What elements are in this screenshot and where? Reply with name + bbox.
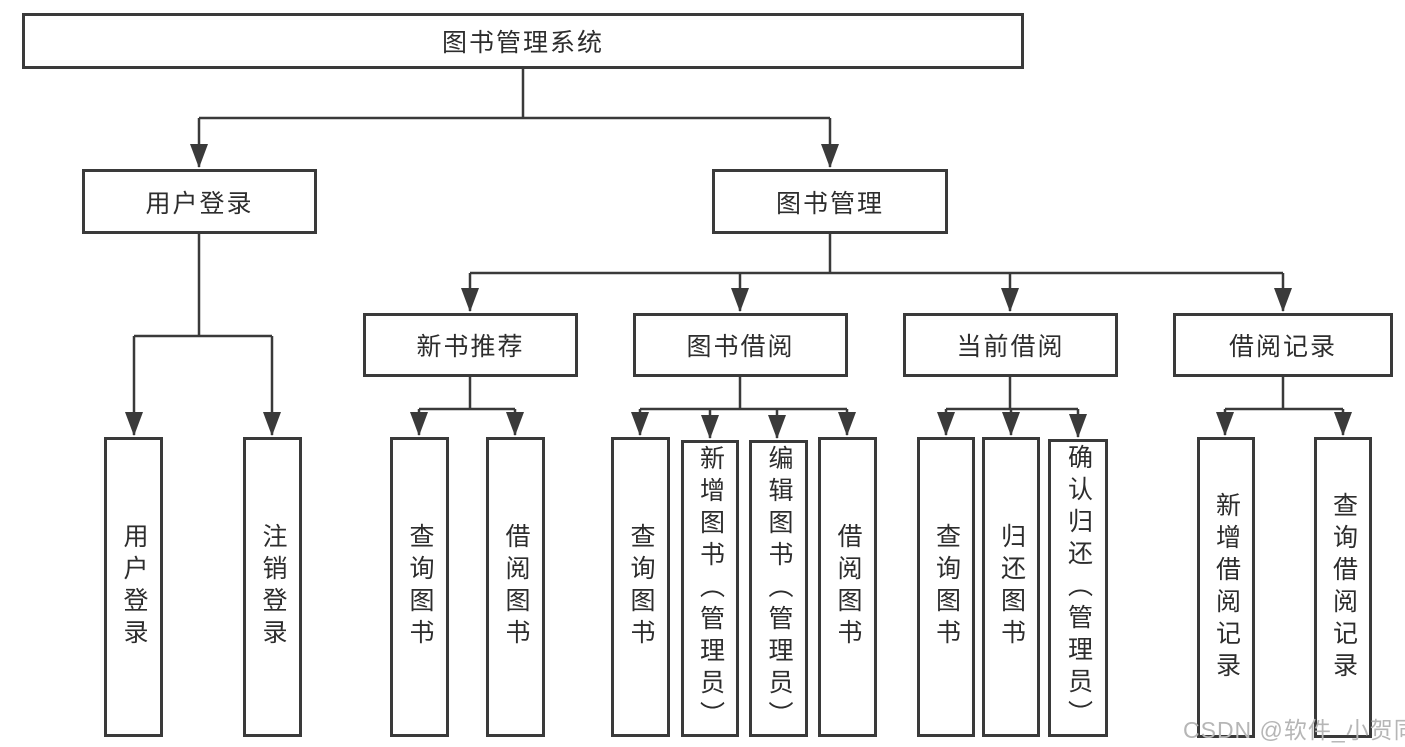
node-label: 编辑图书（管理员） <box>765 444 793 733</box>
leaf-query-books-borrow: 查询图书 <box>611 437 670 737</box>
node-label: 用户登录 <box>145 189 254 218</box>
node-label: 查询图书 <box>932 523 961 651</box>
node-label: 查询借阅记录 <box>1329 491 1358 684</box>
node-label: 归还图书 <box>997 523 1026 651</box>
node-label: 图书借阅 <box>686 333 795 361</box>
node-label: 借阅图书 <box>502 523 530 651</box>
node-library-management-system: 图书管理系统 <box>22 13 1024 69</box>
leaf-logout: 注销登录 <box>243 437 302 737</box>
leaf-confirm-return-admin: 确认归还（管理员） <box>1048 439 1108 737</box>
node-label: 确认归还（管理员） <box>1064 444 1093 732</box>
node-label: 查询图书 <box>627 523 655 651</box>
node-label: 新增借阅记录 <box>1212 491 1241 684</box>
node-label: 当前借阅 <box>956 333 1065 361</box>
node-label: 查询图书 <box>406 523 434 651</box>
leaf-add-book-admin: 新增图书（管理员） <box>681 440 739 737</box>
node-book-management: 图书管理 <box>712 169 948 234</box>
node-label: 借阅记录 <box>1228 333 1337 361</box>
node-borrowing-records: 借阅记录 <box>1173 313 1393 377</box>
leaf-query-borrow-record: 查询借阅记录 <box>1314 437 1372 738</box>
node-new-book-recommend: 新书推荐 <box>363 313 578 377</box>
node-book-borrowing: 图书借阅 <box>633 313 848 377</box>
leaf-borrow-books-recommend: 借阅图书 <box>486 437 545 737</box>
leaf-add-borrow-record: 新增借阅记录 <box>1197 437 1255 738</box>
node-label: 图书管理 <box>775 189 884 218</box>
node-label: 新书推荐 <box>416 333 525 361</box>
leaf-borrow-books: 借阅图书 <box>818 437 877 737</box>
leaf-query-books-recommend: 查询图书 <box>390 437 449 737</box>
node-label: 借阅图书 <box>834 523 862 651</box>
node-label: 图书管理系统 <box>441 29 604 57</box>
leaf-query-books-current: 查询图书 <box>917 437 975 737</box>
leaf-user-login: 用户登录 <box>104 437 163 737</box>
watermark: CSDN @软件_小贺同学 <box>1183 717 1405 743</box>
node-current-borrowing: 当前借阅 <box>903 313 1118 377</box>
leaf-edit-book-admin: 编辑图书（管理员） <box>749 440 808 737</box>
node-user-login: 用户登录 <box>82 169 317 234</box>
node-label: 注销登录 <box>259 523 287 651</box>
node-label: 用户登录 <box>120 523 148 651</box>
leaf-return-books: 归还图书 <box>982 437 1040 737</box>
node-label: 新增图书（管理员） <box>696 444 725 733</box>
